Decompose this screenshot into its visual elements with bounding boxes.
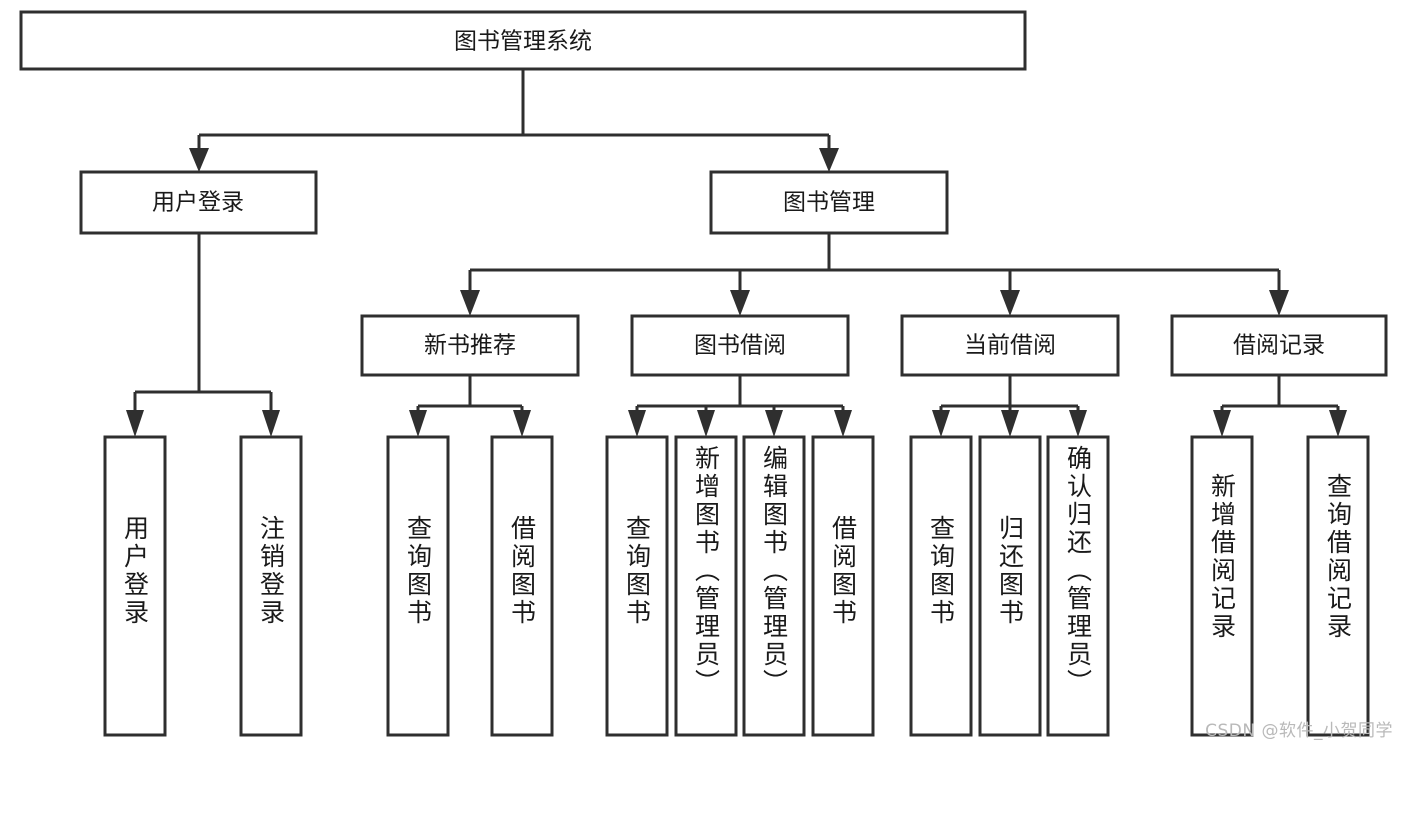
leaf-box-query-book-3[interactable] bbox=[909, 435, 973, 737]
arrow-head-book-borrow bbox=[730, 290, 750, 316]
connector-group-current-borrow bbox=[932, 375, 1087, 437]
leaf-box-confirm-return[interactable] bbox=[1046, 435, 1110, 737]
node-current-borrow[interactable]: 当前借阅 bbox=[900, 314, 1120, 377]
leaf-box-edit-book[interactable] bbox=[742, 435, 806, 737]
arrow-head-leaf-add-record bbox=[1213, 410, 1231, 437]
arrow-head-leaf-user-login bbox=[126, 410, 144, 437]
arrow-head-leaf-logout-login bbox=[262, 410, 280, 437]
node-root-box[interactable] bbox=[19, 10, 1027, 71]
leaf-box-return-book[interactable] bbox=[978, 435, 1042, 737]
node-root[interactable]: 图书管理系统 bbox=[19, 10, 1027, 71]
leaf-box-query-book-2[interactable] bbox=[605, 435, 669, 737]
node-book-borrow-box[interactable] bbox=[630, 314, 850, 377]
node-user-login-label: 用户登录 bbox=[152, 190, 244, 216]
leaf-box-query-record[interactable] bbox=[1306, 435, 1370, 737]
node-book-borrow-label: 图书借阅 bbox=[694, 333, 786, 359]
arrow-head-new-book-recommend bbox=[460, 290, 480, 316]
arrow-head-borrow-record bbox=[1269, 290, 1289, 316]
arrow-head-leaf-confirm-return bbox=[1069, 410, 1087, 437]
arrow-head-book-manage bbox=[819, 148, 839, 172]
leaf-box-logout-login[interactable] bbox=[239, 435, 303, 737]
leaf-box-add-record[interactable] bbox=[1190, 435, 1254, 737]
connector-group-new-book-recommend bbox=[409, 375, 531, 437]
leaf-box-query-book-1[interactable] bbox=[386, 435, 450, 737]
arrow-head-leaf-return-book bbox=[1001, 410, 1019, 437]
node-root-label: 图书管理系统 bbox=[454, 29, 592, 55]
flowchart-diagram: 图书管理系统 用户登录 图书管理 新书推荐 图书借阅 当前借阅 借阅记录 bbox=[19, 10, 1393, 741]
arrow-head-leaf-query-book-3 bbox=[932, 410, 950, 437]
node-book-borrow[interactable]: 图书借阅 bbox=[630, 314, 850, 377]
node-new-book-recommend-label: 新书推荐 bbox=[424, 333, 516, 359]
watermark-text: CSDN @软件_小贺同学 bbox=[1205, 721, 1393, 741]
arrow-head-leaf-edit-book bbox=[765, 410, 783, 437]
node-user-login-box[interactable] bbox=[79, 170, 318, 235]
connector-group-borrow-record bbox=[1213, 375, 1347, 437]
leaf-box-borrow-book-1[interactable] bbox=[490, 435, 554, 737]
arrow-head-leaf-borrow-book-1 bbox=[513, 410, 531, 437]
node-user-login[interactable]: 用户登录 bbox=[79, 170, 318, 235]
arrow-head-leaf-add-book bbox=[697, 410, 715, 437]
node-current-borrow-box[interactable] bbox=[900, 314, 1120, 377]
arrow-head-leaf-query-record bbox=[1329, 410, 1347, 437]
leaf-box-add-book[interactable] bbox=[674, 435, 738, 737]
node-new-book-recommend[interactable]: 新书推荐 bbox=[360, 314, 580, 377]
node-borrow-record[interactable]: 借阅记录 bbox=[1170, 314, 1388, 377]
node-current-borrow-label: 当前借阅 bbox=[964, 333, 1056, 359]
connector-group-book-borrow bbox=[628, 375, 852, 437]
flowchart-canvas: 图书管理系统 用户登录 图书管理 新书推荐 图书借阅 当前借阅 借阅记录 bbox=[19, 10, 1388, 737]
arrow-head-leaf-borrow-book-2 bbox=[834, 410, 852, 437]
leaf-box-user-login[interactable] bbox=[103, 435, 167, 737]
node-borrow-record-box[interactable] bbox=[1170, 314, 1388, 377]
arrow-head-current-borrow bbox=[1000, 290, 1020, 316]
connector-group-user-login bbox=[126, 233, 280, 437]
connector-group-book-manage bbox=[460, 233, 1289, 316]
node-book-manage-box[interactable] bbox=[709, 170, 949, 235]
arrow-head-leaf-query-book-1 bbox=[409, 410, 427, 437]
node-book-manage-label: 图书管理 bbox=[783, 190, 875, 216]
leaf-box-borrow-book-2[interactable] bbox=[811, 435, 875, 737]
arrow-head-leaf-query-book-2 bbox=[628, 410, 646, 437]
arrow-head-user-login bbox=[189, 148, 209, 172]
node-new-book-recommend-box[interactable] bbox=[360, 314, 580, 377]
connector-group-root bbox=[189, 69, 839, 172]
node-borrow-record-label: 借阅记录 bbox=[1233, 333, 1325, 359]
leaf-boxes bbox=[103, 435, 1370, 737]
node-book-manage[interactable]: 图书管理 bbox=[709, 170, 949, 235]
